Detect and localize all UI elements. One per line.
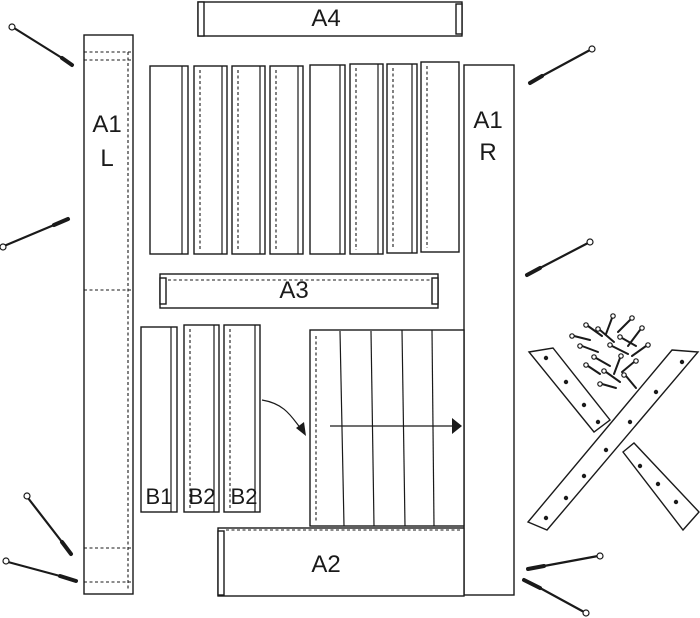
slat-7 (386, 63, 418, 254)
slat-8 (420, 61, 460, 253)
label-b2-first: B2 (189, 484, 216, 509)
screw-icon (526, 552, 604, 571)
screw-icon (525, 238, 594, 277)
part-a1-left: A1 L (83, 34, 134, 595)
part-a1-right: A1 R (463, 64, 515, 596)
long-screws (0, 23, 604, 617)
screw-icon (8, 23, 74, 67)
slat-6 (349, 63, 384, 255)
label-b2-second: B2 (231, 484, 258, 509)
part-b2-second: B2 (223, 324, 261, 513)
screw-icon (2, 557, 78, 583)
slat-group (149, 61, 460, 255)
slat-4 (269, 65, 304, 255)
screw-icon (528, 45, 596, 85)
slat-3 (231, 65, 266, 255)
small-screws-pile (569, 313, 651, 389)
label-a1-left-line2: L (100, 145, 113, 172)
part-a4: A4 (197, 1, 463, 37)
label-a3: A3 (279, 277, 308, 304)
label-b1: B1 (146, 484, 173, 509)
part-seat-panel (309, 329, 465, 527)
label-a1-right-line2: R (479, 139, 496, 166)
part-b2-first: B2 (183, 324, 220, 513)
label-a4: A4 (311, 5, 340, 32)
curved-arrow (261, 399, 306, 436)
part-a3: A3 (159, 273, 439, 309)
x-brace (526, 347, 700, 532)
slat-1 (149, 65, 189, 255)
slat-2 (193, 65, 228, 255)
screw-icon (522, 578, 590, 617)
slat-5 (309, 64, 346, 255)
label-a1-left-line1: A1 (92, 111, 121, 138)
label-a1-right-line1: A1 (473, 107, 502, 134)
part-a2: A2 (217, 527, 465, 597)
label-a2: A2 (311, 551, 340, 578)
screw-icon (0, 217, 70, 251)
part-b1: B1 (140, 326, 178, 513)
screw-icon (23, 492, 73, 556)
